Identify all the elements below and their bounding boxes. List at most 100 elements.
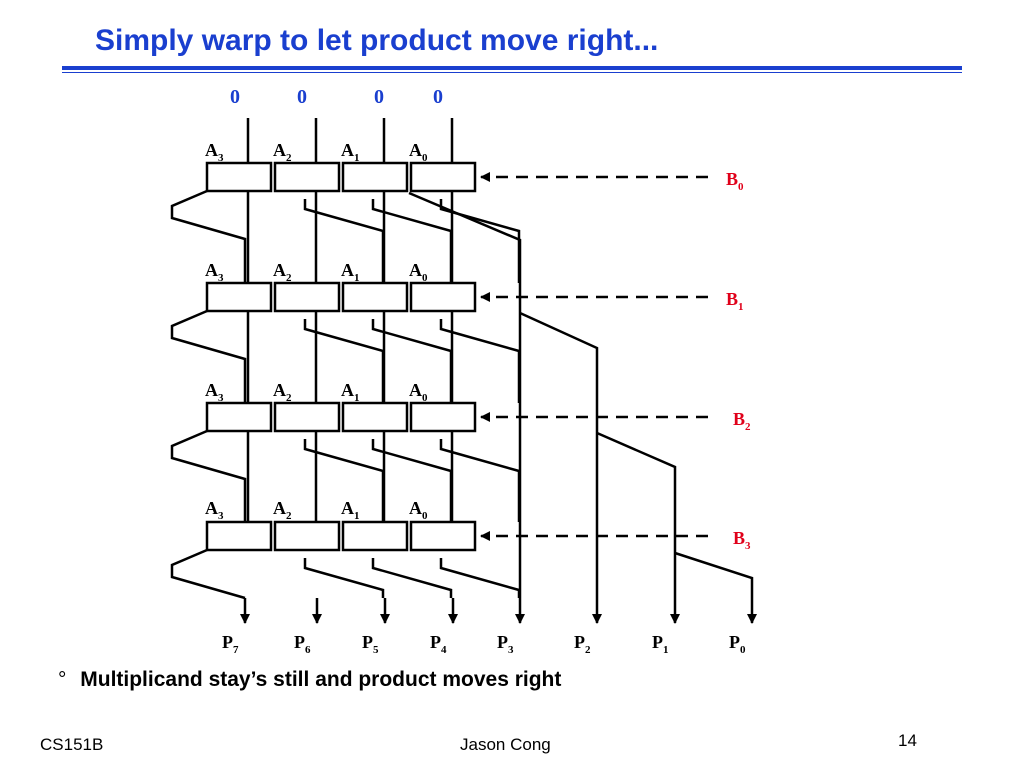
a-label-row3-col3-main: A	[409, 498, 422, 518]
slide-title: Simply warp to let product move right...	[95, 24, 659, 57]
a-label-row1-col3-subscript: 0	[422, 272, 428, 284]
b-input-label-0: B0	[726, 169, 744, 193]
title-underline	[62, 66, 962, 70]
carry-wire-left-row0	[170, 189, 247, 283]
product-wire-row3-col2	[371, 558, 453, 598]
a-label-row2-col3: A0	[409, 380, 428, 404]
output-label-0-main: P	[222, 632, 233, 652]
a-label-row3-col2: A1	[341, 498, 360, 522]
a-label-row3-col1-subscript: 2	[286, 510, 292, 522]
output-label-1: P6	[294, 632, 311, 656]
a-label-row0-col2: A1	[341, 140, 360, 164]
a-label-row2-col0-subscript: 3	[218, 392, 224, 404]
a-label-row2-col3-subscript: 0	[422, 392, 428, 404]
adder-cell-row1-col3	[409, 281, 477, 313]
a-label-row1-col0: A3	[205, 260, 224, 284]
zero-input-1: 0	[297, 86, 307, 108]
a-label-row3-col2-main: A	[341, 498, 354, 518]
a-label-row0-col3: A0	[409, 140, 428, 164]
b-input-label-2-subscript: 2	[745, 421, 751, 433]
output-label-1-main: P	[294, 632, 305, 652]
title-underline-thin	[62, 72, 962, 73]
a-label-row3-col3-subscript: 0	[422, 510, 428, 522]
bullet-text: Multiplicand stay’s still and product mo…	[80, 668, 562, 691]
a-label-row2-col1: A2	[273, 380, 292, 404]
a-label-row1-col3-main: A	[409, 260, 422, 280]
product-wire-row2-col1	[303, 439, 385, 522]
output-label-5-main: P	[574, 632, 585, 652]
a-label-row3-col0: A3	[205, 498, 224, 522]
a-label-row1-col3: A0	[409, 260, 428, 284]
page-number: 14	[898, 731, 917, 750]
output-label-4-main: P	[497, 632, 508, 652]
zero-input-2: 0	[374, 86, 384, 108]
a-label-row0-col0-main: A	[205, 140, 218, 160]
bullet-point: ° Multiplicand stay’s still and product …	[58, 668, 561, 692]
output-label-0-subscript: 7	[233, 644, 239, 656]
b-input-label-2-main: B	[733, 409, 745, 429]
b-input-label-3-main: B	[733, 528, 745, 548]
a-label-row2-col3-main: A	[409, 380, 422, 400]
output-label-5: P2	[574, 632, 591, 656]
a-label-row0-col1-subscript: 2	[286, 152, 292, 164]
a-label-row2-col2-subscript: 1	[354, 392, 360, 404]
output-label-5-subscript: 2	[585, 644, 591, 656]
output-label-2: P5	[362, 632, 379, 656]
product-wire-row3-col3	[439, 558, 521, 598]
a-label-row3-col0-subscript: 3	[218, 510, 224, 522]
a-label-row0-col3-main: A	[409, 140, 422, 160]
output-label-7: P0	[729, 632, 746, 656]
zero-input-3: 0	[433, 86, 443, 108]
output-label-6-main: P	[652, 632, 663, 652]
product-stair-wire-1	[519, 311, 599, 598]
a-label-row1-col2-subscript: 1	[354, 272, 360, 284]
output-label-3-subscript: 4	[441, 644, 447, 656]
output-label-4: P3	[497, 632, 514, 656]
a-label-row1-col2-main: A	[341, 260, 354, 280]
output-label-4-subscript: 3	[508, 644, 514, 656]
carry-wire-left-row2	[170, 429, 247, 522]
a-label-row1-col1-main: A	[273, 260, 286, 280]
output-label-2-main: P	[362, 632, 373, 652]
b-input-label-1-main: B	[726, 289, 738, 309]
b-input-label-3-subscript: 3	[745, 540, 751, 552]
a-label-row3-col2-subscript: 1	[354, 510, 360, 522]
carry-wire-left-row3	[170, 548, 246, 600]
bullet-marker: °	[58, 668, 67, 691]
adder-cell-row2-col3	[409, 401, 477, 433]
a-label-row1-col0-main: A	[205, 260, 218, 280]
adder-cell-row0-col2	[341, 161, 409, 193]
product-wire-row3-col1	[303, 558, 385, 598]
output-label-6-subscript: 1	[663, 644, 669, 656]
adder-cell-row0-col1	[273, 161, 341, 193]
a-label-row0-col0: A3	[205, 140, 224, 164]
b-input-label-3: B3	[733, 528, 751, 552]
output-label-1-subscript: 6	[305, 644, 311, 656]
a-label-row2-col1-subscript: 2	[286, 392, 292, 404]
a-label-row0-col1-main: A	[273, 140, 286, 160]
output-label-6: P1	[652, 632, 669, 656]
a-label-row0-col3-subscript: 0	[422, 152, 428, 164]
b-input-label-0-main: B	[726, 169, 738, 189]
product-wire-row1-col1	[303, 319, 385, 403]
product-stair-wire-2	[596, 431, 677, 598]
a-label-row3-col1-main: A	[273, 498, 286, 518]
a-label-row2-col0: A3	[205, 380, 224, 404]
adder-cell-row0-col3	[409, 161, 477, 193]
a-label-row0-col2-subscript: 1	[354, 152, 360, 164]
a-label-row1-col1-subscript: 2	[286, 272, 292, 284]
product-wire-row0-col2	[371, 199, 453, 283]
product-wire-row2-col2	[371, 439, 453, 522]
output-label-2-subscript: 5	[373, 644, 379, 656]
a-label-row0-col1: A2	[273, 140, 292, 164]
adder-cell-row2-col0	[205, 401, 273, 433]
a-label-row3-col0-main: A	[205, 498, 218, 518]
a-label-row1-col0-subscript: 3	[218, 272, 224, 284]
adder-cell-row2-col1	[273, 401, 341, 433]
adder-cell-row3-col2	[341, 520, 409, 552]
b-input-label-1: B1	[726, 289, 744, 313]
footer-author: Jason Cong	[460, 735, 551, 754]
adder-cell-row1-col0	[205, 281, 273, 313]
adder-cell-row1-col1	[273, 281, 341, 313]
